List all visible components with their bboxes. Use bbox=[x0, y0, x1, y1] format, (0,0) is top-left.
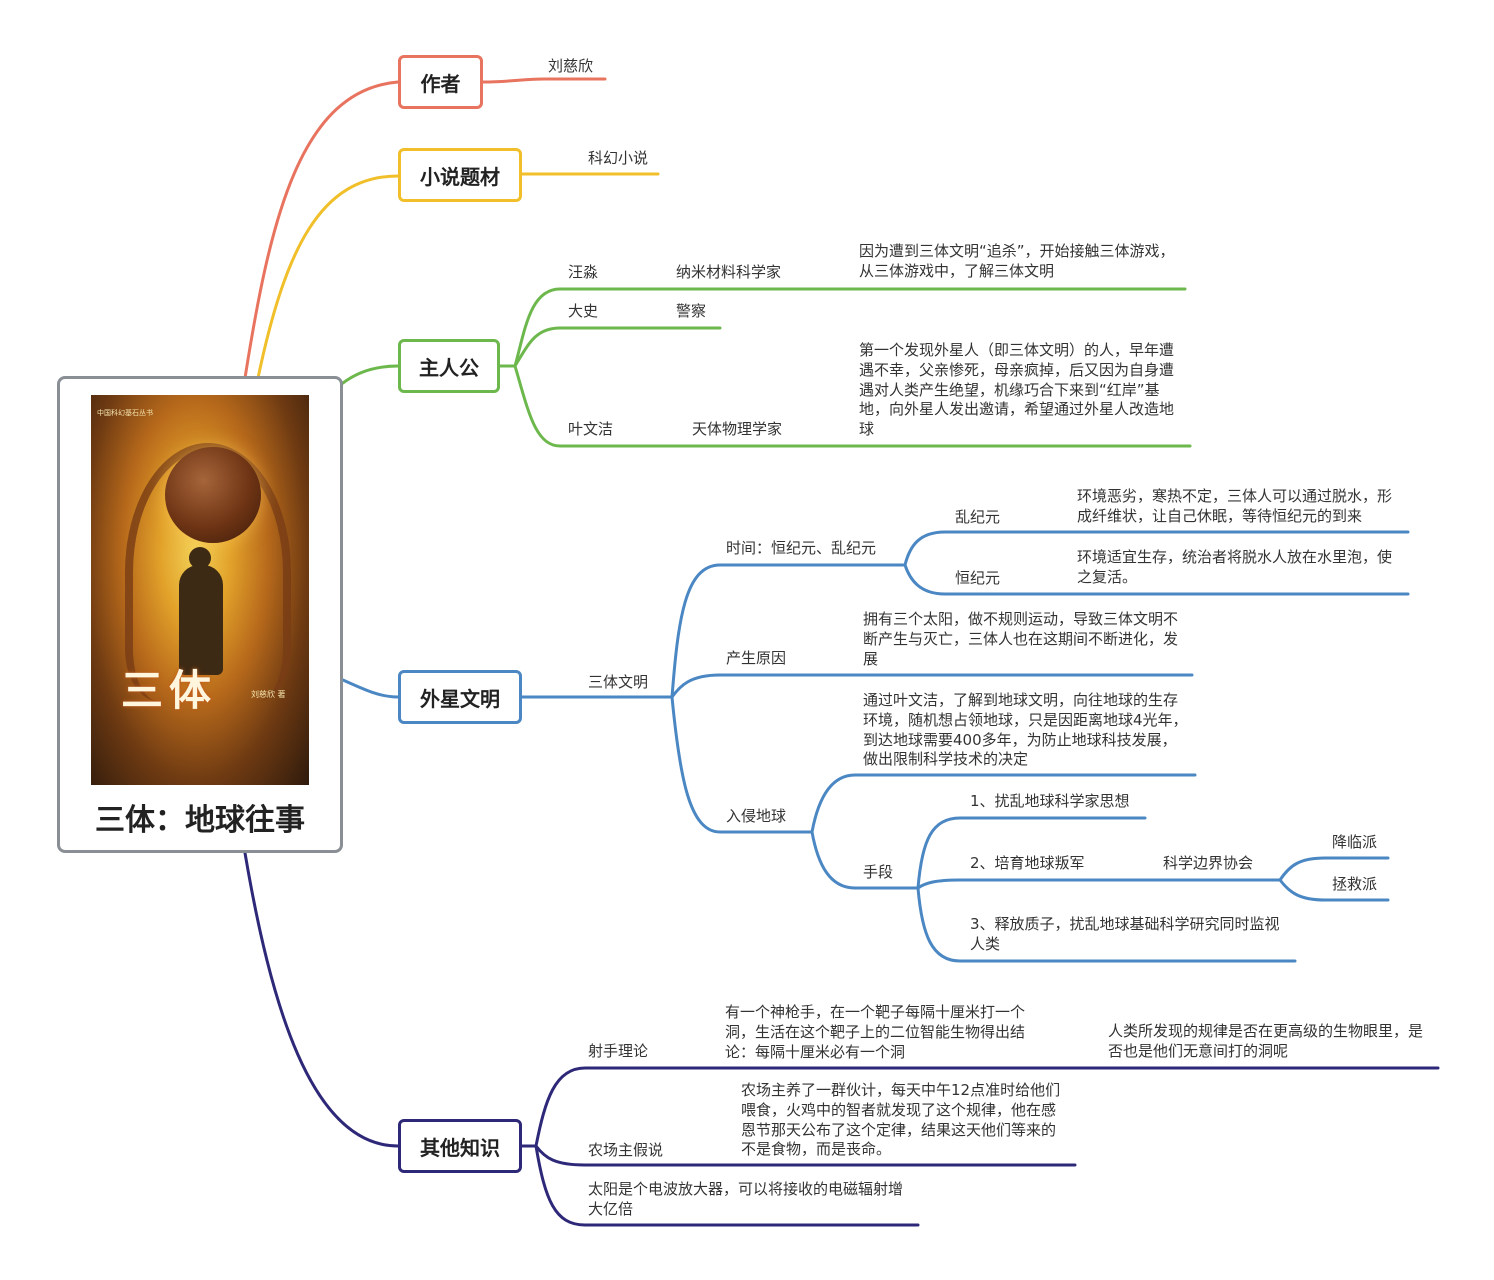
protagonist-description[interactable]: 第一个发现外星人（即三体文明）的人，早年遭遇不幸，父亲惨死，母亲疯掉，后又因为自… bbox=[859, 341, 1175, 439]
cover-title: 三体 bbox=[121, 666, 218, 715]
era-stable[interactable]: 恒纪元 bbox=[955, 569, 1001, 587]
protagonist-name[interactable]: 汪淼 bbox=[568, 263, 599, 281]
alien-invasion[interactable]: 入侵地球 bbox=[726, 807, 787, 825]
invasion-means[interactable]: 手段 bbox=[863, 863, 894, 881]
era-chaotic-description[interactable]: 环境恶劣，寒热不定，三体人可以通过脱水，形成纤维状，让自己休眠，等待恒纪元的到来 bbox=[1077, 487, 1393, 525]
root-title: 三体：地球往事 bbox=[95, 803, 305, 838]
branch-other-knowledge[interactable]: 其他知识 bbox=[398, 1119, 522, 1173]
cover-figure bbox=[179, 565, 223, 675]
era-chaotic[interactable]: 乱纪元 bbox=[955, 508, 1001, 526]
alien-invasion-description[interactable]: 通过叶文洁，了解到地球文明，向往地球的生存环境，随机想占领地球，只是因距离地球4… bbox=[863, 691, 1188, 769]
faction-adventists[interactable]: 降临派 bbox=[1332, 833, 1378, 851]
cover-figure-head bbox=[189, 547, 211, 569]
protagonist-role[interactable]: 天体物理学家 bbox=[692, 420, 783, 438]
branch-genre[interactable]: 小说题材 bbox=[398, 148, 522, 202]
author-name[interactable]: 刘慈欣 bbox=[548, 57, 594, 75]
means-item[interactable]: 2、培育地球叛军 bbox=[970, 854, 1085, 872]
era-stable-description[interactable]: 环境适宜生存，统治者将脱水人放在水里泡，使之复活。 bbox=[1077, 548, 1393, 586]
protagonist-role[interactable]: 纳米材料科学家 bbox=[676, 263, 782, 281]
protagonist-name[interactable]: 大史 bbox=[568, 302, 599, 320]
cover-planet bbox=[165, 447, 261, 543]
alien-time-eras[interactable]: 时间：恒纪元、乱纪元 bbox=[726, 539, 877, 557]
shooter-theory[interactable]: 射手理论 bbox=[588, 1042, 649, 1060]
branch-author[interactable]: 作者 bbox=[398, 55, 483, 109]
protagonist-name[interactable]: 叶文洁 bbox=[568, 420, 614, 438]
book-cover-image: 中国科幻基石丛书 三体 刘慈欣 著 bbox=[91, 395, 309, 785]
farmer-hypothesis-description[interactable]: 农场主养了一群伙计，每天中午12点准时给他们喂食，火鸡中的智者就发现了这个规律，… bbox=[741, 1081, 1061, 1159]
frontiers-of-science[interactable]: 科学边界协会 bbox=[1163, 854, 1254, 872]
root-node[interactable]: 中国科幻基石丛书 三体 刘慈欣 著 三体：地球往事 bbox=[57, 376, 343, 853]
branch-protagonist[interactable]: 主人公 bbox=[398, 339, 500, 393]
faction-redemptionists[interactable]: 拯救派 bbox=[1332, 875, 1378, 893]
means-item[interactable]: 3、释放质子，扰乱地球基础科学研究同时监视人类 bbox=[970, 915, 1280, 953]
farmer-hypothesis[interactable]: 农场主假说 bbox=[588, 1141, 664, 1159]
alien-cause[interactable]: 产生原因 bbox=[726, 649, 787, 667]
branch-alien-civilization[interactable]: 外星文明 bbox=[398, 670, 522, 724]
protagonist-role[interactable]: 警察 bbox=[676, 302, 707, 320]
sun-amplifier-fact[interactable]: 太阳是个电波放大器，可以将接收的电磁辐射增大亿倍 bbox=[588, 1180, 904, 1218]
means-item[interactable]: 1、扰乱地球科学家思想 bbox=[970, 792, 1130, 810]
alien-cause-description[interactable]: 拥有三个太阳，做不规则运动，导致三体文明不断产生与灭亡，三体人也在这期间不断进化… bbox=[863, 610, 1179, 668]
genre-value[interactable]: 科幻小说 bbox=[588, 149, 649, 167]
alien-trisolaris[interactable]: 三体文明 bbox=[588, 673, 649, 691]
shooter-theory-question[interactable]: 人类所发现的规律是否在更高级的生物眼里，是否也是他们无意间打的洞呢 bbox=[1108, 1022, 1424, 1060]
cover-series-text: 中国科幻基石丛书 bbox=[97, 409, 153, 417]
shooter-theory-description[interactable]: 有一个神枪手，在一个靶子每隔十厘米打一个洞，生活在这个靶子上的二位智能生物得出结… bbox=[725, 1003, 1026, 1061]
cover-author: 刘慈欣 著 bbox=[251, 690, 286, 699]
protagonist-description[interactable]: 因为遭到三体文明“追杀”，开始接触三体游戏，从三体游戏中，了解三体文明 bbox=[859, 242, 1175, 280]
